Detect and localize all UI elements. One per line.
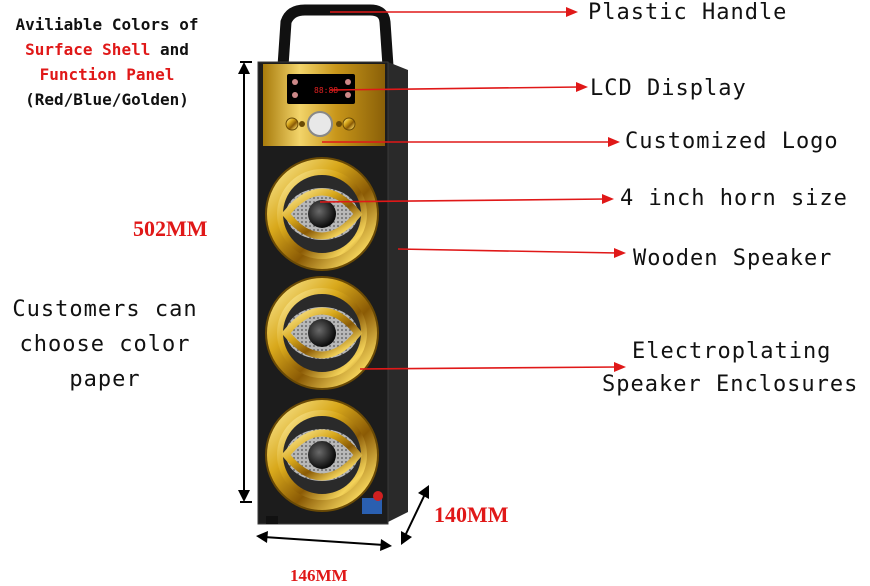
- wooden-speaker-label: Wooden Speaker: [633, 246, 833, 271]
- speaker-unit-bottom: [265, 398, 379, 512]
- depth-dimension: 140MM: [434, 502, 509, 527]
- enclosure-label-line1: Electroplating: [632, 339, 832, 364]
- cabinet-foot: [266, 516, 278, 524]
- cabinet-side: [388, 62, 408, 522]
- color-list-text: (Red/Blue/Golden): [25, 90, 189, 109]
- volume-knob: [307, 111, 333, 137]
- color-note-line2: Surface Shell and: [4, 37, 210, 62]
- panel-button: [342, 117, 356, 131]
- function-panel-text: Function Panel: [39, 65, 175, 84]
- height-dimension: 502MM: [133, 216, 208, 241]
- surface-shell-text: Surface Shell: [25, 40, 151, 59]
- custom-note-line3: paper: [69, 367, 141, 392]
- color-options-note: Aviliable Colors of Surface Shell and Fu…: [4, 12, 210, 112]
- panel-button: [285, 117, 299, 131]
- speaker-unit-middle: [265, 276, 379, 390]
- lcd-display-label: LCD Display: [590, 76, 747, 101]
- lcd-readout: 88:88: [314, 86, 338, 95]
- custom-paper-note: Customers can choose color paper: [2, 292, 208, 397]
- customized-logo-label: Customized Logo: [625, 129, 839, 154]
- callout-arrows: [319, 7, 626, 372]
- plastic-handle: [277, 4, 394, 72]
- enclosure-label-line2: Speaker Enclosures: [602, 372, 859, 397]
- brand-badge: [362, 498, 382, 514]
- horn-size-label: 4 inch horn size: [620, 186, 848, 211]
- color-note-line1: Aviliable Colors of: [15, 15, 199, 34]
- lcd-display: [287, 74, 355, 104]
- and-text: and: [150, 40, 189, 59]
- custom-note-line1: Customers can: [12, 297, 198, 322]
- dimension-lines: [238, 61, 429, 551]
- speaker-unit-top: [265, 157, 379, 271]
- width-dimension: 146MM: [290, 566, 348, 585]
- plastic-handle-label: Plastic Handle: [588, 0, 788, 25]
- custom-note-line2: choose color: [19, 332, 191, 357]
